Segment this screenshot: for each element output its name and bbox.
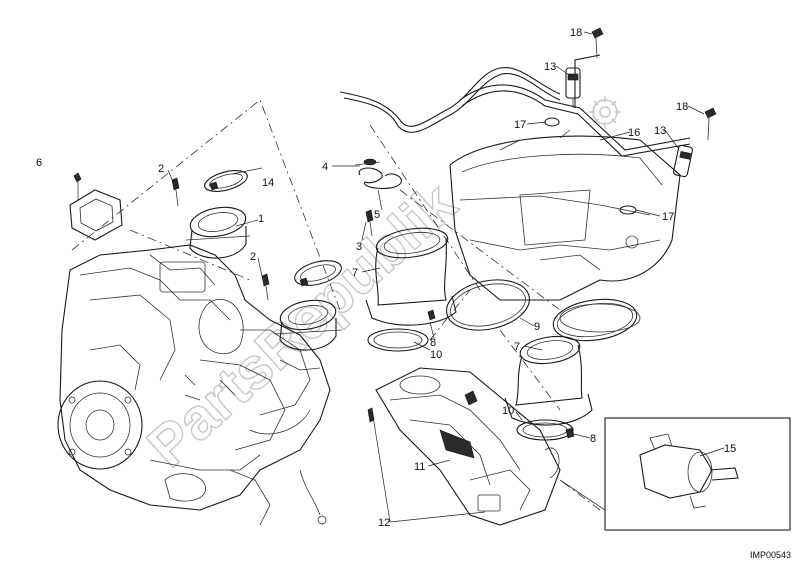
sensor-inset: [604, 417, 791, 531]
assembly-lines: [71, 99, 601, 511]
throttle-body-assembly: [375, 367, 606, 526]
callout-13a: 13: [544, 61, 556, 73]
hose-clips: [544, 117, 637, 215]
callout-15: 15: [724, 443, 736, 455]
callout-14: 14: [262, 177, 274, 189]
drawing-code: IMP00543: [750, 550, 791, 560]
callout-8a: 8: [430, 337, 436, 349]
callout-8b: 8: [590, 433, 596, 445]
callout-18b: 18: [676, 101, 688, 113]
cover-plate: [69, 172, 123, 241]
intake-flange-lower: [273, 299, 343, 351]
callout-labels: 6 2 14 1 2 4 5 3 7 8 10 9 7 10 8 11 12 1…: [36, 27, 736, 529]
callout-18a: 18: [570, 27, 582, 39]
fuel-lines: [339, 54, 691, 166]
callout-7b: 7: [514, 341, 520, 353]
clamp-14-lower: [294, 260, 342, 287]
fuel-injector-upper: [565, 27, 604, 108]
callout-17b: 17: [662, 211, 674, 223]
callout-10b: 10: [502, 405, 514, 417]
callout-13b: 13: [654, 125, 666, 137]
callout-9: 9: [534, 321, 540, 333]
fuel-injector-lower: [673, 107, 717, 178]
callout-1: 1: [258, 213, 264, 225]
intake-flange-upper: [185, 206, 251, 259]
engine-block: [57, 244, 331, 526]
callout-16: 16: [628, 127, 640, 139]
callout-6: 6: [36, 157, 42, 169]
watermark-gear-icon: [589, 96, 621, 128]
airbox: [449, 129, 681, 333]
callout-11: 11: [414, 461, 425, 473]
callout-2a: 2: [158, 163, 164, 175]
clamp-14-upper: [204, 170, 248, 192]
callout-17a: 17: [514, 119, 526, 131]
callout-2b: 2: [250, 251, 256, 263]
callout-12: 12: [378, 517, 390, 529]
intake-trumpet-upper: [365, 227, 457, 352]
callout-10a: 10: [430, 349, 442, 361]
callout-3: 3: [356, 241, 362, 253]
callout-7a: 7: [352, 267, 358, 279]
callout-5: 5: [374, 209, 380, 221]
leader-lines: [167, 31, 725, 523]
o-rings: [446, 279, 638, 342]
callout-4: 4: [322, 161, 328, 173]
